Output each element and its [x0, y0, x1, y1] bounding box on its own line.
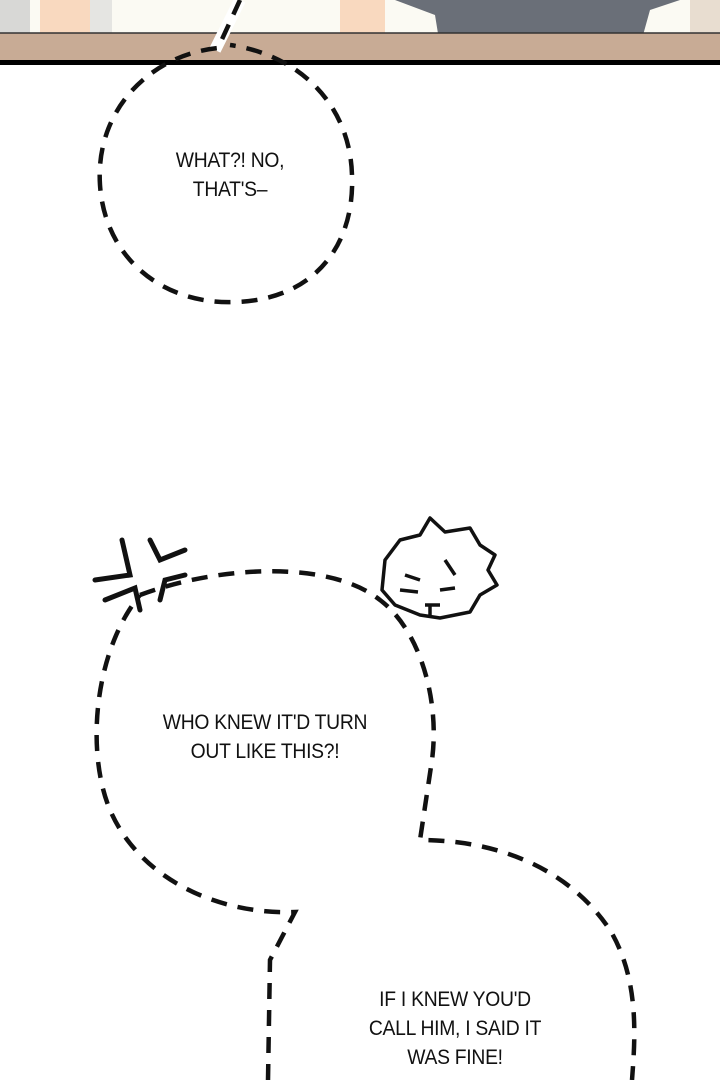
speech-bubble-3: IF I KNEW YOU'D CALL HIM, I SAID IT WAS …	[322, 985, 589, 1072]
bubble-2-outline	[94, 569, 637, 1080]
top-panel	[0, 0, 720, 65]
anger-mark-icon	[92, 537, 188, 613]
bubble-1-outline	[97, 0, 355, 305]
bubble-1-line: WHAT?! NO,	[175, 149, 285, 172]
bubble-2-line: WHO KNEW IT'D TURN	[162, 711, 368, 734]
speech-bubble-2: WHO KNEW IT'D TURN OUT LIKE THIS?!	[132, 708, 399, 766]
bubble-3-line: WAS FINE!	[407, 1046, 503, 1069]
chibi-face-icon	[380, 516, 499, 620]
bubble-3-line: CALL HIM, I SAID IT	[368, 1017, 542, 1040]
bubble-1-line: THAT'S–	[192, 178, 268, 201]
bubble-3-line: IF I KNEW YOU'D	[379, 988, 531, 1011]
bubble-2-line: OUT LIKE THIS?!	[190, 740, 340, 763]
speech-bubble-1: WHAT?! NO, THAT'S–	[129, 146, 331, 204]
